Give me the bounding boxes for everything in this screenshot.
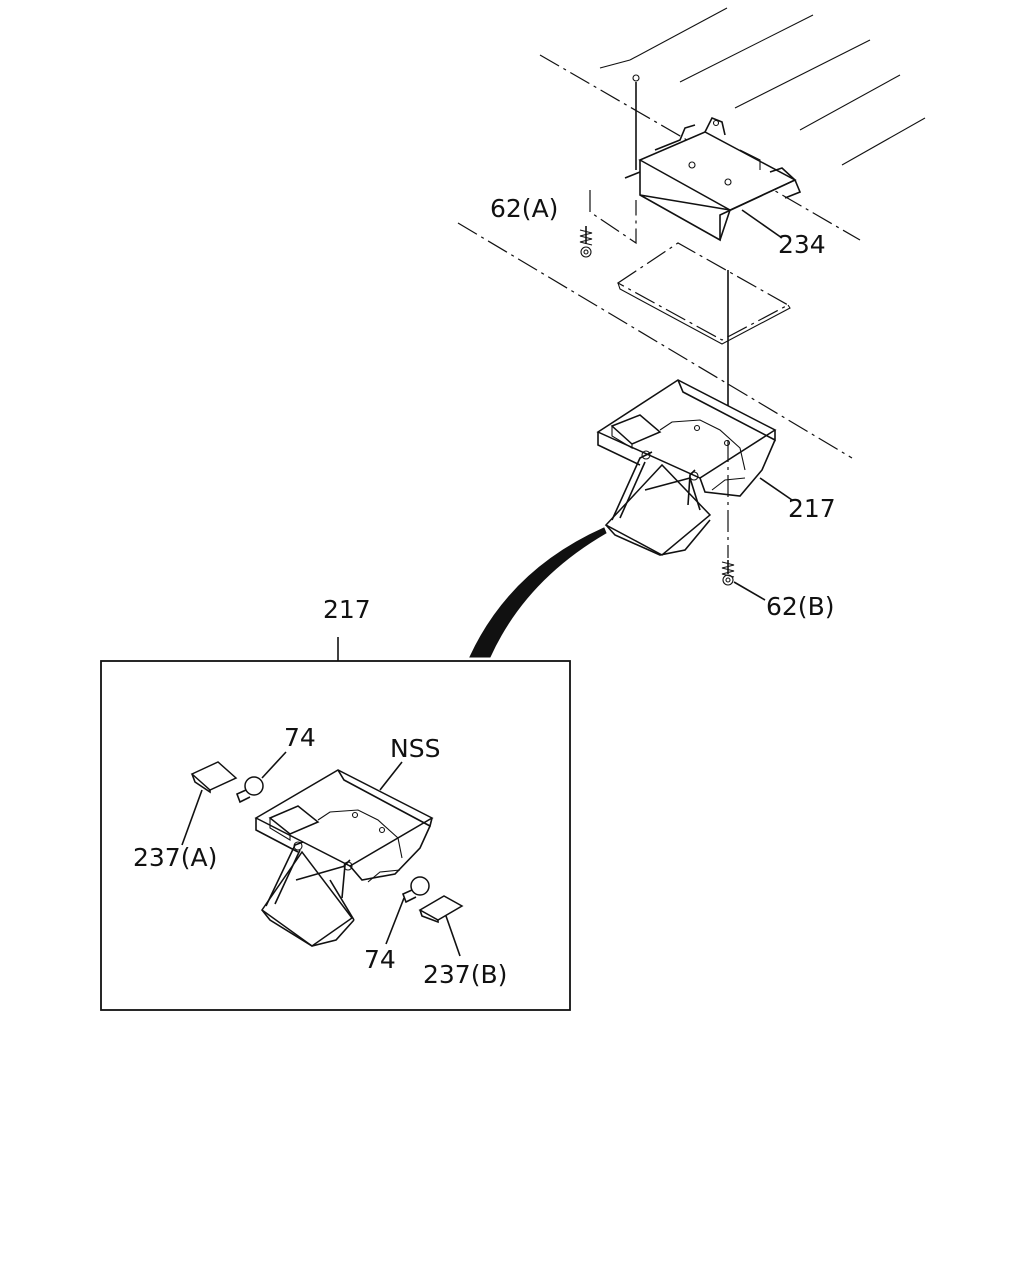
label-74-lower: 74: [364, 945, 396, 974]
label-237b: 237(B): [423, 960, 507, 989]
label-62a: 62(A): [490, 194, 558, 223]
leader-217: [759, 477, 793, 501]
detail-frame: [100, 660, 571, 1011]
headliner-outline: [457, 222, 853, 459]
leader-74-lower: [385, 897, 405, 945]
lamp-assembly-nss: [254, 769, 434, 947]
trim-pad: [616, 242, 791, 345]
label-62b: 62(B): [766, 592, 834, 621]
bulb-74-upper-icon: [235, 776, 264, 804]
label-217: 217: [788, 494, 836, 523]
detail-arrow: [469, 527, 607, 658]
label-detail-217: 217: [323, 595, 371, 624]
label-237a: 237(A): [133, 843, 217, 872]
leader-nss: [379, 761, 403, 791]
screw-62b-icon: [721, 560, 735, 586]
room-lamp-217: [596, 379, 777, 556]
bulb-74-lower-icon: [401, 876, 430, 904]
leader-234: [741, 209, 783, 239]
label-74-upper: 74: [284, 723, 316, 752]
leader-62b: [733, 581, 766, 601]
screw-62a-upper: [632, 74, 640, 170]
leader-62a: [589, 190, 637, 245]
label-234: 234: [778, 230, 826, 259]
cover-237a-icon: [190, 761, 238, 794]
leader-237a: [181, 789, 203, 846]
leader-237b: [445, 915, 461, 957]
label-nss: NSS: [390, 734, 440, 763]
leader-74-upper: [261, 751, 287, 779]
screw-62a-icon: [579, 226, 593, 258]
cover-237b-icon: [418, 895, 464, 924]
bracket-234: [624, 116, 802, 242]
